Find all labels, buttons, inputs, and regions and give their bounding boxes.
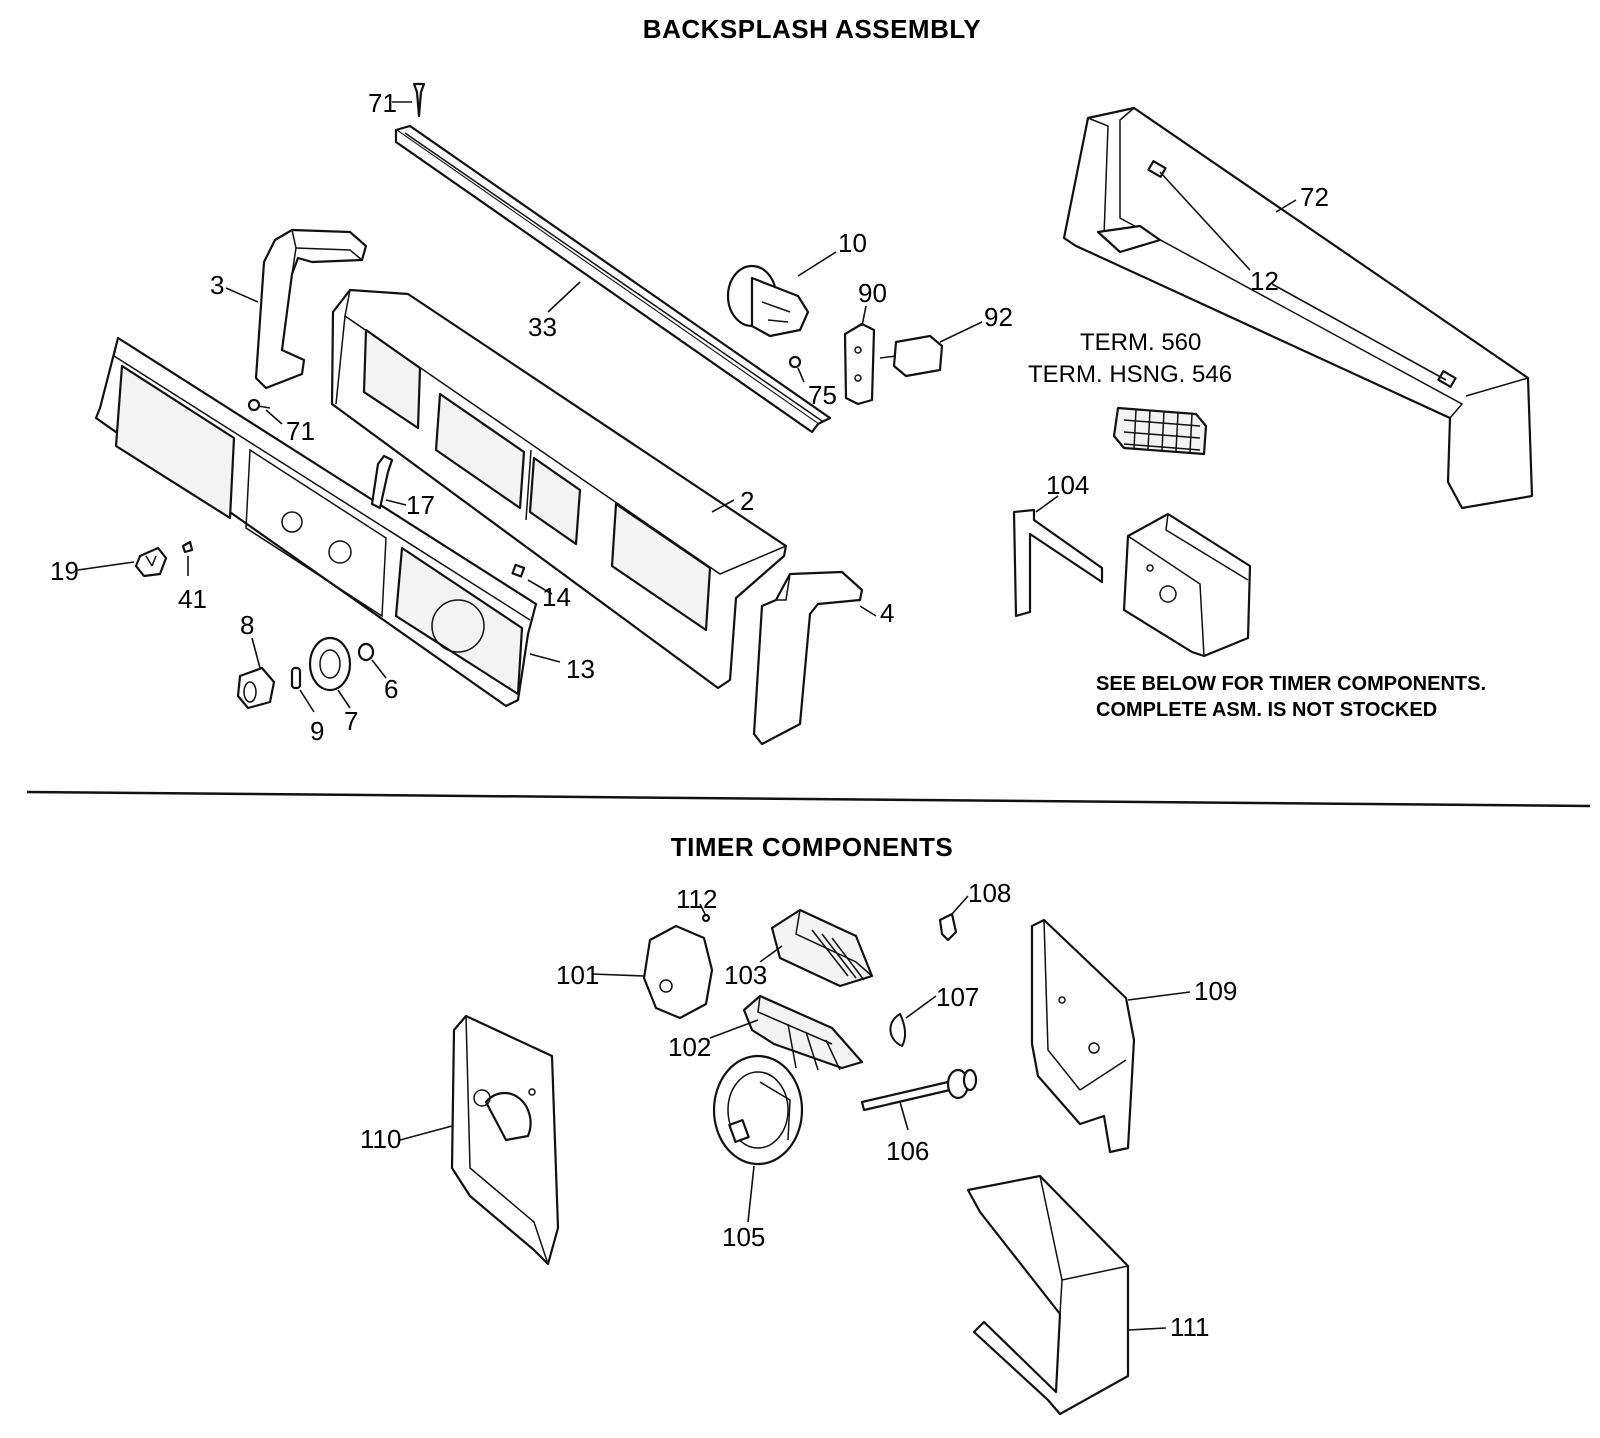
- label-33: 33: [528, 312, 557, 342]
- rail-33: [394, 124, 832, 434]
- timer-motor-101: [642, 924, 714, 1020]
- timer-cover-111: [966, 1174, 1130, 1416]
- end-cap-3: [254, 228, 368, 390]
- spring-107: [889, 1012, 907, 1048]
- terminal-block-560: [1112, 406, 1208, 456]
- end-cap-4: [752, 570, 864, 746]
- label-14: 14: [542, 582, 571, 612]
- label-109: 109: [1194, 976, 1237, 1006]
- label-8: 8: [240, 610, 254, 640]
- label-7: 7: [344, 706, 358, 736]
- top-cover-72: [1062, 106, 1534, 510]
- label-12: 12: [1250, 266, 1279, 296]
- label-41: 41: [178, 584, 207, 614]
- label-19: 19: [50, 556, 79, 586]
- label-106: 106: [886, 1136, 929, 1166]
- term-560-label: TERM. 560: [1080, 329, 1201, 356]
- knob-cap-6: [357, 642, 375, 662]
- cam-105: [712, 1054, 804, 1166]
- label-4: 4: [880, 598, 894, 628]
- switch-block-102: [742, 994, 864, 1071]
- dial-skirt-7: [308, 636, 352, 692]
- label-90: 90: [858, 278, 887, 308]
- knob-8: [236, 666, 276, 710]
- label-3: 3: [210, 270, 224, 300]
- leader-lines: [77, 101, 1447, 1331]
- clip-9: [290, 666, 302, 690]
- timer-components-title: TIMER COMPONENTS: [671, 832, 953, 862]
- clip-108: [938, 912, 958, 942]
- backsplash-assembly-title: BACKSPLASH ASSEMBLY: [643, 14, 981, 44]
- screw-71-left: [247, 398, 271, 412]
- switch-92: [879, 334, 944, 378]
- control-panel-13: [94, 336, 538, 708]
- label-71-top: 71: [368, 88, 397, 118]
- knob-19: [134, 546, 168, 578]
- clip-14: [511, 563, 526, 578]
- label-72: 72: [1300, 182, 1329, 212]
- timer-note-line1: SEE BELOW FOR TIMER COMPONENTS.: [1096, 673, 1486, 695]
- timer-note-line2: COMPLETE ASM. IS NOT STOCKED: [1096, 699, 1437, 721]
- label-104: 104: [1046, 470, 1089, 500]
- label-9: 9: [310, 716, 324, 746]
- label-110: 110: [360, 1124, 401, 1154]
- back-plate-110: [450, 1014, 560, 1266]
- label-75: 75: [808, 380, 837, 410]
- pressure-switch-10: [726, 264, 810, 338]
- label-102: 102: [668, 1032, 711, 1062]
- section-divider: [26, 790, 1591, 808]
- screw-71-top: [412, 82, 426, 118]
- side-plate-109: [1030, 918, 1136, 1154]
- label-103: 103: [724, 960, 767, 990]
- label-92: 92: [984, 302, 1013, 332]
- bracket-104: [1012, 508, 1104, 618]
- part-labels: 71 33 3 2 4 71 17 14 13 19 41 8 9 7 6 10…: [50, 88, 1329, 1342]
- clip-17: [370, 454, 394, 510]
- label-6: 6: [384, 674, 398, 704]
- bracket-90: [843, 322, 876, 406]
- label-101: 101: [556, 960, 599, 990]
- shaft-106: [860, 1068, 978, 1112]
- label-112: 112: [676, 884, 717, 914]
- timer-assembly: [1122, 512, 1252, 658]
- label-10: 10: [838, 228, 867, 258]
- label-105: 105: [722, 1222, 765, 1252]
- connector-103: [770, 908, 874, 988]
- clip-41: [181, 540, 194, 554]
- label-71-left: 71: [286, 416, 315, 446]
- label-111: 111: [1170, 1312, 1210, 1342]
- screw-75: [788, 355, 802, 369]
- console-frame-2: [330, 288, 788, 690]
- term-housing-546-label: TERM. HSNG. 546: [1028, 361, 1232, 388]
- label-13: 13: [566, 654, 595, 684]
- label-107: 107: [936, 982, 979, 1012]
- label-2: 2: [740, 486, 754, 516]
- label-108: 108: [968, 878, 1011, 908]
- label-17: 17: [406, 490, 435, 520]
